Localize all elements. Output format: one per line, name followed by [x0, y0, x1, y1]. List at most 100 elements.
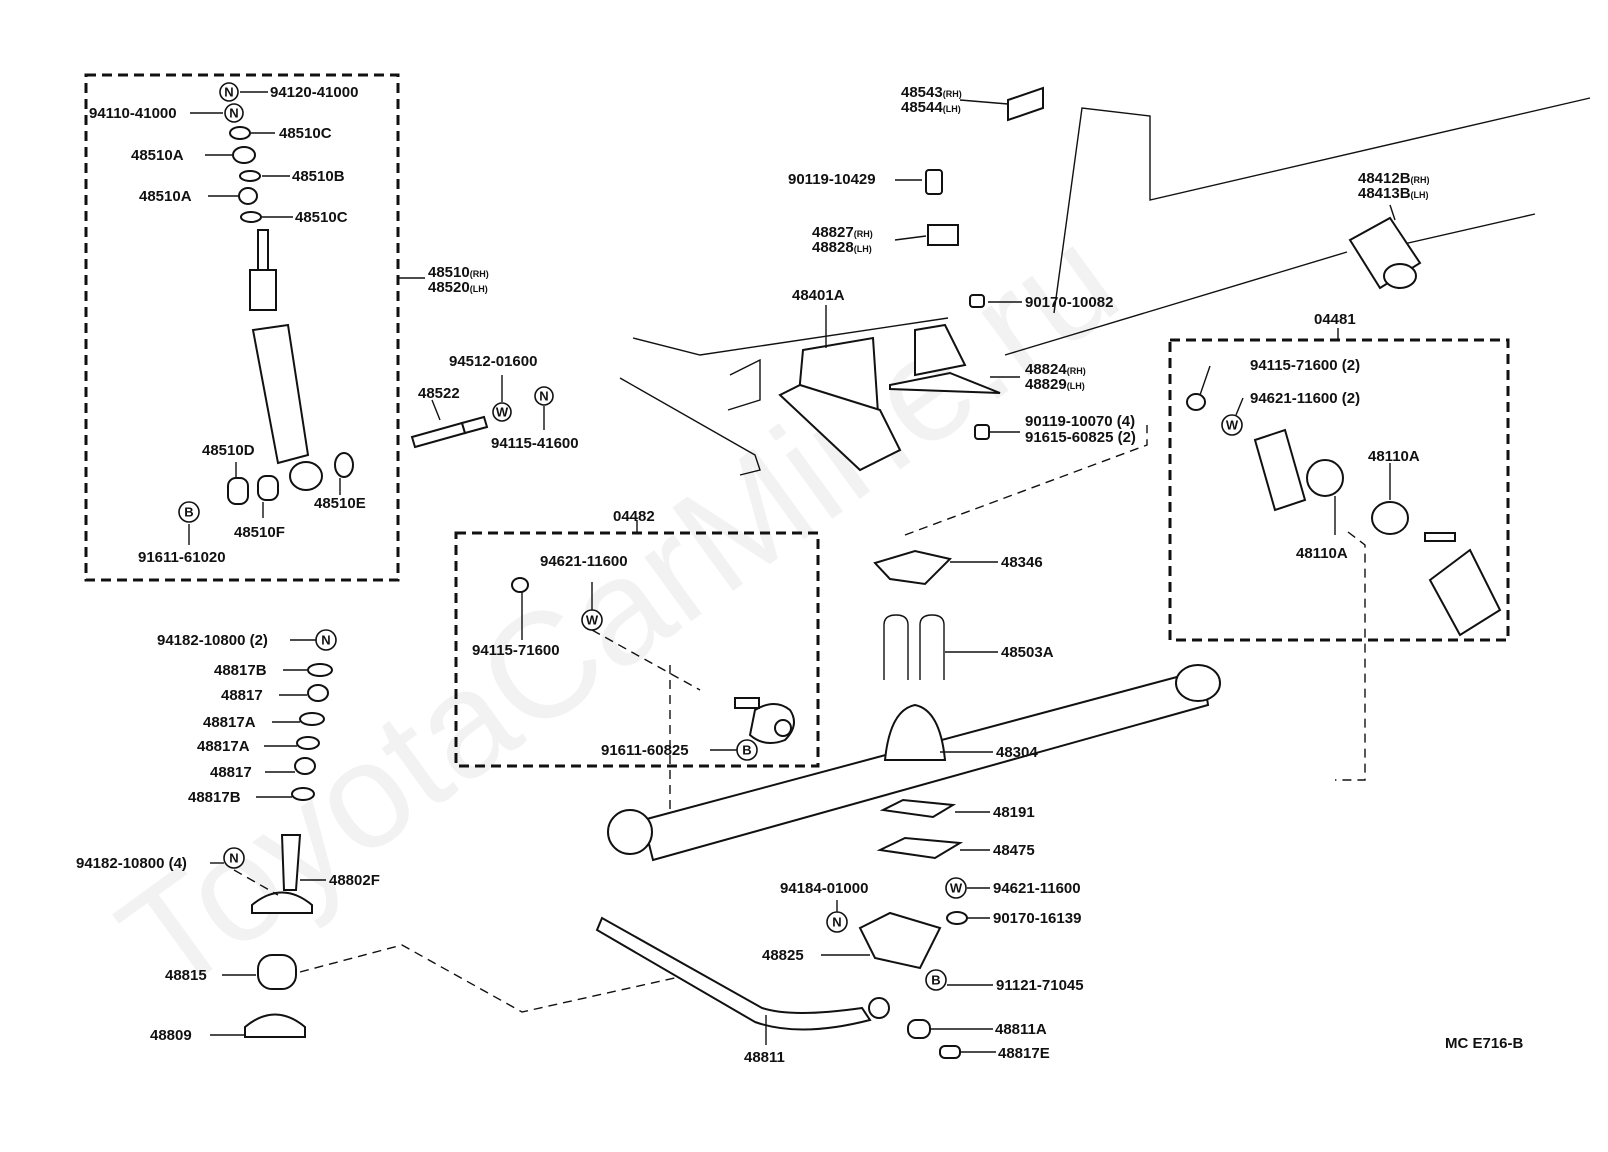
bolt-symbol: B — [178, 501, 200, 523]
label-04481: 04481 — [1314, 311, 1356, 328]
stabilizer-bushings — [291, 663, 333, 801]
nut-symbol: N — [223, 847, 245, 869]
label-90119-10070: 90119-10070 (4) — [1025, 413, 1135, 430]
svg-text:W: W — [586, 613, 599, 628]
leaf-spring — [607, 664, 1221, 862]
label-48817: 48817 — [210, 764, 252, 781]
label-94512-01600: 94512-01600 — [449, 353, 537, 370]
label-48510B: 48510B — [292, 168, 345, 185]
leader-lines — [821, 561, 998, 986]
shock-absorber — [249, 229, 323, 491]
small-hardware — [946, 911, 968, 925]
label-91611-60825: 91611-60825 — [601, 742, 689, 759]
small-parts-top — [925, 86, 1044, 440]
plate-48191 — [879, 798, 957, 819]
washer-symbol: W — [1221, 414, 1243, 436]
label-48817B: 48817B — [214, 662, 267, 679]
frame-bracket-48401A — [778, 336, 902, 472]
label-94621-11600-2: 94621-11600 (2) — [1250, 390, 1360, 407]
stabilizer-bushing-48815 — [257, 954, 297, 990]
washer-symbol: W — [581, 609, 603, 631]
label-94115-71600: 94115-71600 — [472, 642, 560, 659]
label-48543-rh: 48543(RH) — [901, 84, 962, 101]
svg-text:B: B — [931, 973, 940, 988]
label-48510E: 48510E — [314, 495, 366, 512]
bracket-48825 — [858, 911, 942, 970]
shackle-kit-04481-box — [1168, 338, 1510, 642]
bolt-symbol: B — [925, 969, 947, 991]
svg-text:W: W — [496, 405, 509, 420]
label-94182-10800-2: 94182-10800 (2) — [157, 632, 268, 649]
label-48817: 48817 — [221, 687, 263, 704]
svg-text:W: W — [950, 881, 963, 896]
label-48412B-rh: 48412B(RH) — [1358, 170, 1430, 187]
label-48827-rh: 48827(RH) — [812, 224, 873, 241]
shock-bushings — [227, 126, 354, 505]
nut-symbol: N — [315, 629, 337, 651]
label-48802F: 48802F — [329, 872, 380, 889]
label-48817E: 48817E — [998, 1045, 1050, 1062]
label-48522: 48522 — [418, 385, 460, 402]
label-90119-10429: 90119-10429 — [788, 171, 876, 188]
label-94621-11600: 94621-11600 — [993, 880, 1081, 897]
spring-pin — [410, 415, 489, 449]
u-bolts-48503A — [883, 614, 945, 680]
bracket-48824 — [889, 323, 1001, 394]
leader-lines — [1199, 365, 1391, 535]
label-48510C: 48510C — [279, 125, 332, 142]
bolt-symbol: B — [736, 739, 758, 761]
label-91611-61020: 91611-61020 — [138, 549, 226, 566]
label-91121-71045: 91121-71045 — [996, 977, 1084, 994]
label-48817A: 48817A — [197, 738, 250, 755]
shackle-parts-04481 — [1186, 393, 1502, 637]
nut-symbol: N — [224, 103, 244, 123]
label-48510F: 48510F — [234, 524, 285, 541]
svg-text:N: N — [832, 915, 841, 930]
leader-lines — [521, 582, 737, 751]
nut-symbol: N — [534, 386, 554, 406]
bracket-48809 — [244, 1013, 306, 1038]
leader-lines — [210, 639, 326, 1036]
svg-text:N: N — [224, 85, 233, 100]
svg-text:N: N — [539, 389, 548, 404]
label-48817B: 48817B — [188, 789, 241, 806]
label-48510D: 48510D — [202, 442, 255, 459]
svg-text:W: W — [1226, 418, 1239, 433]
drawing-code: MC E716-B — [1445, 1035, 1524, 1052]
label-48110A: 48110A — [1368, 448, 1420, 465]
washer-symbol: W — [492, 402, 512, 422]
label-48510A: 48510A — [131, 147, 184, 164]
label-48815: 48815 — [165, 967, 207, 984]
label-48401A: 48401A — [792, 287, 845, 304]
label-94182-10800-4: 94182-10800 (4) — [76, 855, 187, 872]
plate-48475 — [876, 836, 964, 860]
spring-hanger-48412B — [1348, 216, 1422, 290]
label-48811: 48811 — [744, 1049, 785, 1066]
nut-symbol: N — [826, 911, 848, 933]
nut-symbol: N — [219, 82, 239, 102]
label-48520-lh: 48520(LH) — [428, 279, 488, 296]
washer-symbol: W — [945, 877, 967, 899]
label-48544-lh: 48544(LH) — [901, 99, 961, 116]
label-94115-41600: 94115-41600 — [491, 435, 579, 452]
shackle-plate — [511, 577, 795, 745]
label-48825: 48825 — [762, 947, 804, 964]
leader-lines — [825, 99, 1022, 433]
svg-text:B: B — [184, 505, 193, 520]
label-48304: 48304 — [996, 744, 1038, 761]
label-48809: 48809 — [150, 1027, 192, 1044]
label-48475: 48475 — [993, 842, 1035, 859]
leader-lines — [765, 1015, 996, 1053]
vehicle-frame — [619, 97, 1591, 476]
label-48510A: 48510A — [139, 188, 192, 205]
label-91615-60825: 91615-60825 (2) — [1025, 429, 1136, 446]
label-48510-rh: 48510(RH) — [428, 264, 489, 281]
label-48817A: 48817A — [203, 714, 256, 731]
leader-lines — [431, 375, 545, 430]
stabilizer-bar — [595, 916, 961, 1059]
label-48191: 48191 — [993, 804, 1035, 821]
label-94115-71600-2: 94115-71600 (2) — [1250, 357, 1360, 374]
label-48828-lh: 48828(LH) — [812, 239, 872, 256]
label-48110A: 48110A — [1296, 545, 1348, 562]
